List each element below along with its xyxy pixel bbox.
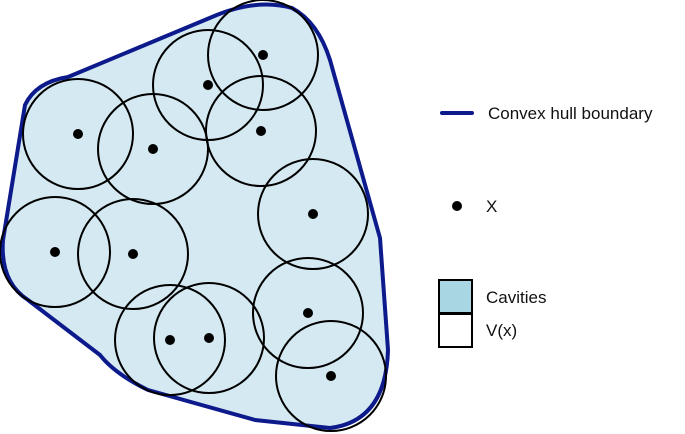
legend-ball-label: V(x) [486,321,517,340]
ball-6 [257,158,369,270]
legend-ball-swatch [438,313,473,348]
point-11 [204,333,214,343]
point-3 [256,126,266,136]
legend-point-label: X [486,197,497,216]
v-x-balls [0,0,387,432]
point-1 [258,50,268,60]
ball-1 [207,0,319,111]
point-6 [308,209,318,219]
ball-10 [114,284,226,396]
legend-cavity-swatch [438,279,473,314]
ball-12 [275,320,387,432]
legend-hull-label: Convex hull boundary [488,104,653,123]
point-9 [303,308,313,318]
x-points [50,50,336,381]
point-10 [165,335,175,345]
legend-cavity-label: Cavities [486,288,546,307]
ball-11 [153,282,265,394]
point-2 [203,80,213,90]
convex-hull-region [0,2,390,430]
ball-9 [252,257,364,369]
point-8 [128,249,138,259]
legend: Convex hull boundary X Cavities V(x) [438,104,653,348]
legend-point-swatch [452,201,462,211]
ball-7 [0,196,111,308]
point-7 [50,247,60,257]
ball-5 [97,93,209,205]
ball-8 [77,198,189,310]
ball-4 [22,78,134,190]
point-4 [73,129,83,139]
point-5 [148,144,158,154]
point-12 [326,371,336,381]
